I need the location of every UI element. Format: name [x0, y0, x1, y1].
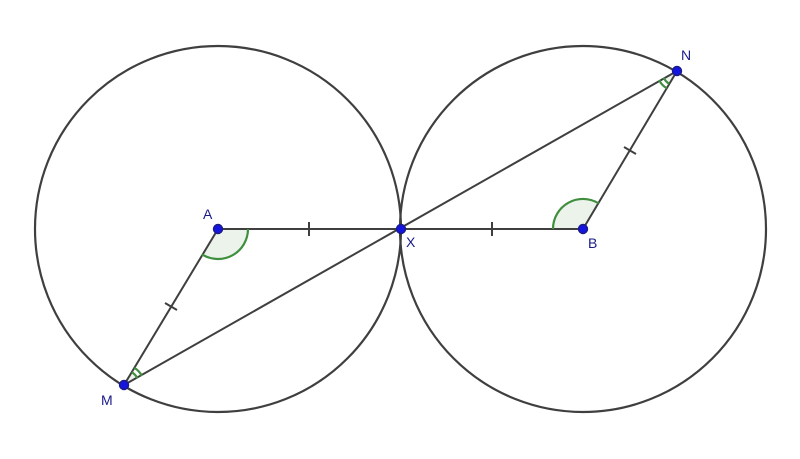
point-A	[212, 223, 224, 235]
point-X	[395, 223, 407, 235]
tick-mark-AM	[164, 302, 178, 311]
angle-arc-at-M-inner	[131, 371, 139, 379]
label-B: B	[588, 235, 597, 251]
label-A: A	[203, 206, 213, 222]
tick-mark-BN	[623, 146, 637, 155]
point-N	[671, 65, 683, 77]
angle-arc-at-M-outer	[133, 366, 143, 377]
label-N: N	[681, 47, 691, 63]
point-M	[118, 379, 130, 391]
angle-arc-at-A	[201, 228, 250, 261]
angle-arc-at-N-outer	[658, 79, 668, 90]
angle-arc-at-B	[551, 197, 600, 230]
point-B	[577, 223, 589, 235]
label-X: X	[406, 234, 416, 250]
label-M: M	[101, 392, 113, 408]
angle-arc-at-N-inner	[662, 77, 670, 85]
